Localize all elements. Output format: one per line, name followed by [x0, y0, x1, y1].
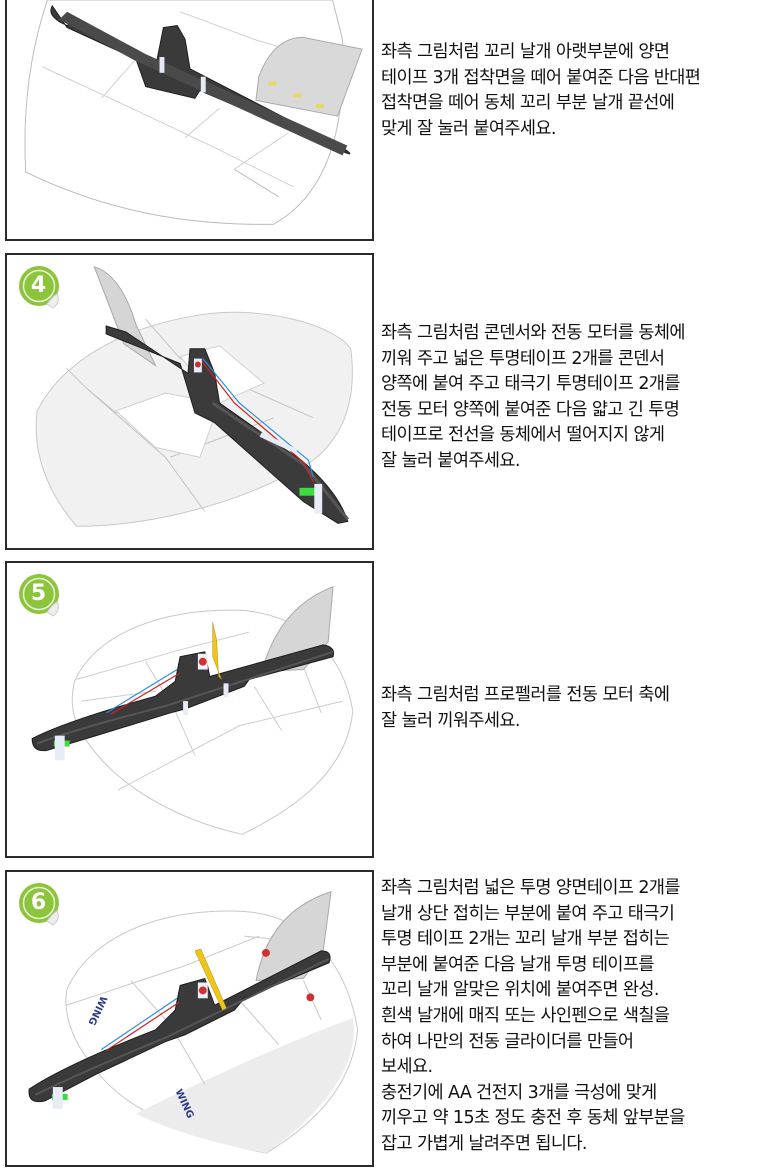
step-6-illustration: WING WING 6 — [5, 870, 374, 1167]
step-6: WING WING 6 좌측 그림처럼 넓은 투명 양면테이프 2개를 날개 상… — [0, 870, 760, 1168]
step-badge: 5 — [17, 572, 65, 620]
step-badge: 4 — [17, 264, 65, 312]
badge-sticker-icon — [19, 574, 59, 617]
step-6-description: 좌측 그림처럼 넓은 투명 양면테이프 2개를 날개 상단 접히는 부분에 붙여… — [381, 878, 685, 1154]
step-5-description: 좌측 그림처럼 프로펠러를 전동 모터 축에 잘 눌러 끼워주세요. — [381, 685, 670, 731]
step-3-description: 좌측 그림처럼 꼬리 날개 아랫부분에 양면 테이프 3개 접착면을 떼어 붙여… — [381, 42, 701, 139]
glider-motor-capacitor-diagram — [35, 266, 353, 527]
step-4-illustration: 4 — [5, 253, 374, 550]
step-4: 4 좌측 그림처럼 콘덴서와 전동 모터를 동체에 끼워 주고 넓은 투명테이프… — [0, 253, 760, 550]
glider-tail-assembly-diagram — [24, 0, 363, 225]
step-badge: 6 — [17, 881, 65, 929]
step-5: 5 좌측 그림처럼 프로펠러를 전동 모터 축에 잘 눌러 끼워주세요. — [0, 561, 760, 858]
step-number: 5 — [30, 581, 47, 606]
step-number: 4 — [30, 273, 47, 298]
step-3: 좌측 그림처럼 꼬리 날개 아랫부분에 양면 테이프 3개 접착면을 떼어 붙여… — [0, 0, 760, 245]
step-5-illustration: 5 — [5, 561, 374, 858]
glider-complete-diagram: WING WING — [28, 891, 359, 1154]
badge-sticker-icon — [19, 266, 59, 309]
step-4-description: 좌측 그림처럼 콘덴서와 전동 모터를 동체에 끼워 주고 넓은 투명테이프 2… — [381, 323, 685, 471]
step-3-illustration — [5, 0, 374, 241]
step-number: 6 — [30, 890, 47, 915]
badge-sticker-icon — [19, 883, 59, 926]
glider-propeller-diagram — [31, 585, 354, 835]
